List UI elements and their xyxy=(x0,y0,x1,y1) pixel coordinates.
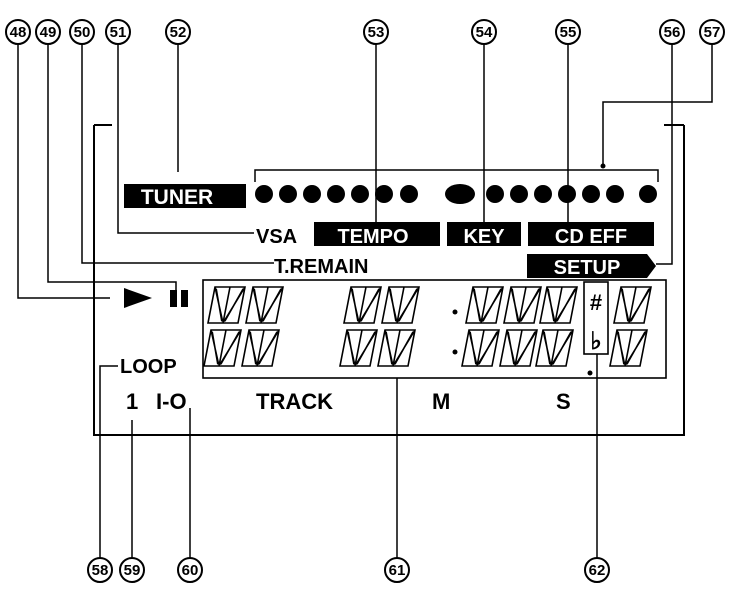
svg-text:56: 56 xyxy=(664,24,681,41)
segment-display xyxy=(202,279,667,379)
callout-55: 55 xyxy=(555,19,581,45)
sharp-icon: # xyxy=(590,290,602,315)
repeat-one-indicator: 1 xyxy=(126,389,138,414)
svg-text:60: 60 xyxy=(182,562,199,579)
level-dot-icon xyxy=(534,185,552,203)
tuner-indicator-bg xyxy=(124,184,230,208)
svg-text:53: 53 xyxy=(368,24,385,41)
segment-digit xyxy=(499,286,542,367)
level-dots xyxy=(255,184,657,204)
callout-50: 50 xyxy=(69,19,95,45)
callout-61: 61 xyxy=(384,557,410,583)
level-dot-icon xyxy=(279,185,297,203)
level-dot-icon xyxy=(486,185,504,203)
flat-icon: ♭ xyxy=(590,328,601,355)
segment-digit xyxy=(203,286,246,367)
level-dot-icon xyxy=(510,185,528,203)
callout-53: 53 xyxy=(363,19,389,45)
svg-text:48: 48 xyxy=(10,24,27,41)
level-dot-icon xyxy=(351,185,369,203)
key-sign-box xyxy=(583,281,609,355)
loop-indicator: LOOP xyxy=(120,356,177,378)
callout-54: 54 xyxy=(471,19,497,45)
svg-text:49: 49 xyxy=(40,24,57,41)
track-label: TRACK xyxy=(256,389,333,414)
svg-text:50: 50 xyxy=(74,24,91,41)
setup-indicator: SETUP xyxy=(554,257,621,279)
callout-51: 51 xyxy=(105,19,131,45)
callout-52: 52 xyxy=(165,19,191,45)
callout-56: 56 xyxy=(659,19,685,45)
level-dot-icon xyxy=(445,184,475,204)
callout-58: 58 xyxy=(87,557,113,583)
level-dot-icon xyxy=(558,185,576,203)
seconds-label: S xyxy=(556,389,571,414)
svg-text:58: 58 xyxy=(92,562,109,579)
level-dot-icon xyxy=(582,185,600,203)
callout-49: 49 xyxy=(35,19,61,45)
svg-text:57: 57 xyxy=(704,24,721,41)
level-dot-icon xyxy=(639,185,657,203)
level-dot-icon xyxy=(327,185,345,203)
svg-text:62: 62 xyxy=(589,562,606,579)
svg-text:61: 61 xyxy=(389,562,406,579)
segment-digits xyxy=(203,286,652,367)
level-dot-icon xyxy=(303,185,321,203)
level-dot-icon xyxy=(400,185,418,203)
level-dot-icon xyxy=(255,185,273,203)
callout-57: 57 xyxy=(699,19,725,45)
callout-48: 48 xyxy=(5,19,31,45)
cd-eff-indicator: CD EFF xyxy=(555,226,627,248)
key-indicator: KEY xyxy=(463,226,505,248)
play-icon xyxy=(124,288,152,308)
segment-digit xyxy=(535,286,578,367)
callout-60: 60 xyxy=(177,557,203,583)
svg-text:51: 51 xyxy=(110,24,127,41)
level-dot-icon xyxy=(606,185,624,203)
segment-digit xyxy=(461,286,504,367)
callout-62: 62 xyxy=(584,557,610,583)
tempo-indicator: TEMPO xyxy=(337,226,408,248)
minutes-label: M xyxy=(432,389,450,414)
svg-text:52: 52 xyxy=(170,24,187,41)
svg-text:55: 55 xyxy=(560,24,577,41)
segment-digit xyxy=(339,286,382,367)
svg-text:59: 59 xyxy=(124,562,141,579)
segment-digit xyxy=(377,286,420,367)
vsa-indicator: VSA xyxy=(256,226,297,248)
segment-digit xyxy=(241,286,284,367)
level-dot-icon xyxy=(375,185,393,203)
t-remain-indicator: T.REMAIN xyxy=(274,256,368,278)
callout-59: 59 xyxy=(119,557,145,583)
i-o-indicator: I-O xyxy=(156,389,187,414)
segment-digit xyxy=(609,286,652,367)
pause-icon xyxy=(170,290,188,307)
display-frame xyxy=(93,125,685,436)
tuner-indicator: TUNER xyxy=(141,186,213,209)
svg-text:54: 54 xyxy=(476,24,493,41)
